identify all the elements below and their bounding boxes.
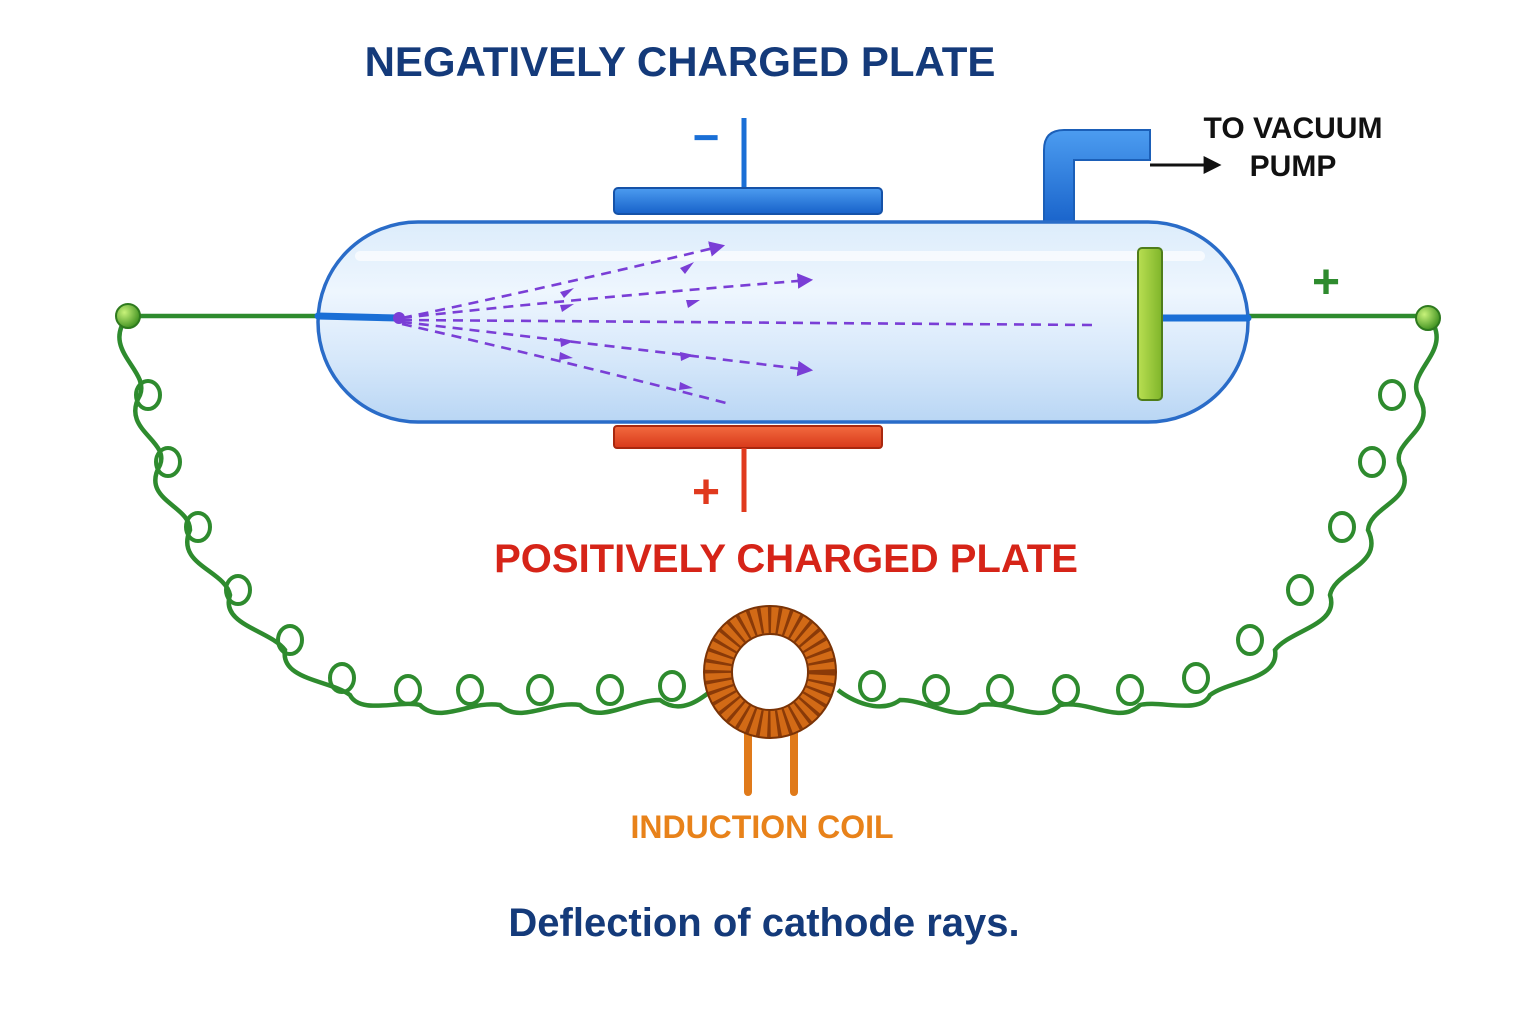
- negative-plate: [613, 187, 883, 215]
- ray-deflected-2: [401, 273, 814, 320]
- induction-coil-label: INDUCTION COIL: [630, 809, 893, 845]
- vacuum-pump-label-line2: PUMP: [1250, 150, 1337, 183]
- positive-sign: +: [692, 466, 720, 519]
- ray-straight: [401, 318, 1093, 327]
- spring-wire-left: [117, 314, 714, 716]
- terminal-bead-icon: [1415, 305, 1441, 331]
- anode-plate: [1137, 247, 1163, 401]
- toroid-coil-icon: [703, 605, 837, 796]
- anode-positive-sign: +: [1312, 256, 1340, 309]
- vacuum-pump-label-line1: TO VACUUM: [1204, 112, 1383, 145]
- spring-loops: [134, 379, 1406, 706]
- ray-arrowheads: [559, 262, 700, 390]
- positive-plate-title: POSITIVELY CHARGED PLATE: [494, 537, 1078, 581]
- positive-plate: [613, 425, 883, 449]
- negative-sign: −: [693, 111, 720, 163]
- vacuum-pipe: [1043, 129, 1151, 229]
- spring-wire-right: [836, 314, 1439, 716]
- cathode-electrode: [314, 312, 402, 322]
- caption: Deflection of cathode rays.: [508, 901, 1019, 945]
- cathode-rays: [401, 241, 1093, 406]
- terminal-bead-icon: [115, 303, 141, 329]
- ray-lower-1: [401, 320, 814, 377]
- ray-lower-2: [401, 322, 731, 406]
- ray-deflected-1: [401, 241, 726, 320]
- negative-plate-title: NEGATIVELY CHARGED PLATE: [365, 38, 996, 85]
